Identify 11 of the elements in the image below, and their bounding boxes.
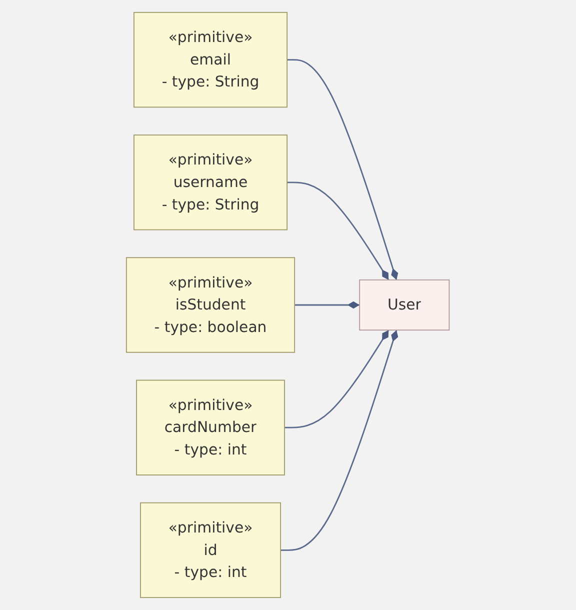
node-box: «primitive» email - type: String <box>134 12 288 108</box>
node-box: «primitive» username - type: String <box>134 134 288 230</box>
node-box: «primitive» id - type: int <box>140 502 282 598</box>
connector <box>280 330 398 551</box>
node-box: «primitive» isStudent - type: boolean <box>126 257 296 353</box>
connector <box>284 330 390 428</box>
connector <box>287 182 390 280</box>
node-box: «primitive» cardNumber - type: int <box>136 380 286 476</box>
connector <box>294 301 360 309</box>
node-box: User <box>359 279 450 331</box>
connector <box>287 59 398 280</box>
